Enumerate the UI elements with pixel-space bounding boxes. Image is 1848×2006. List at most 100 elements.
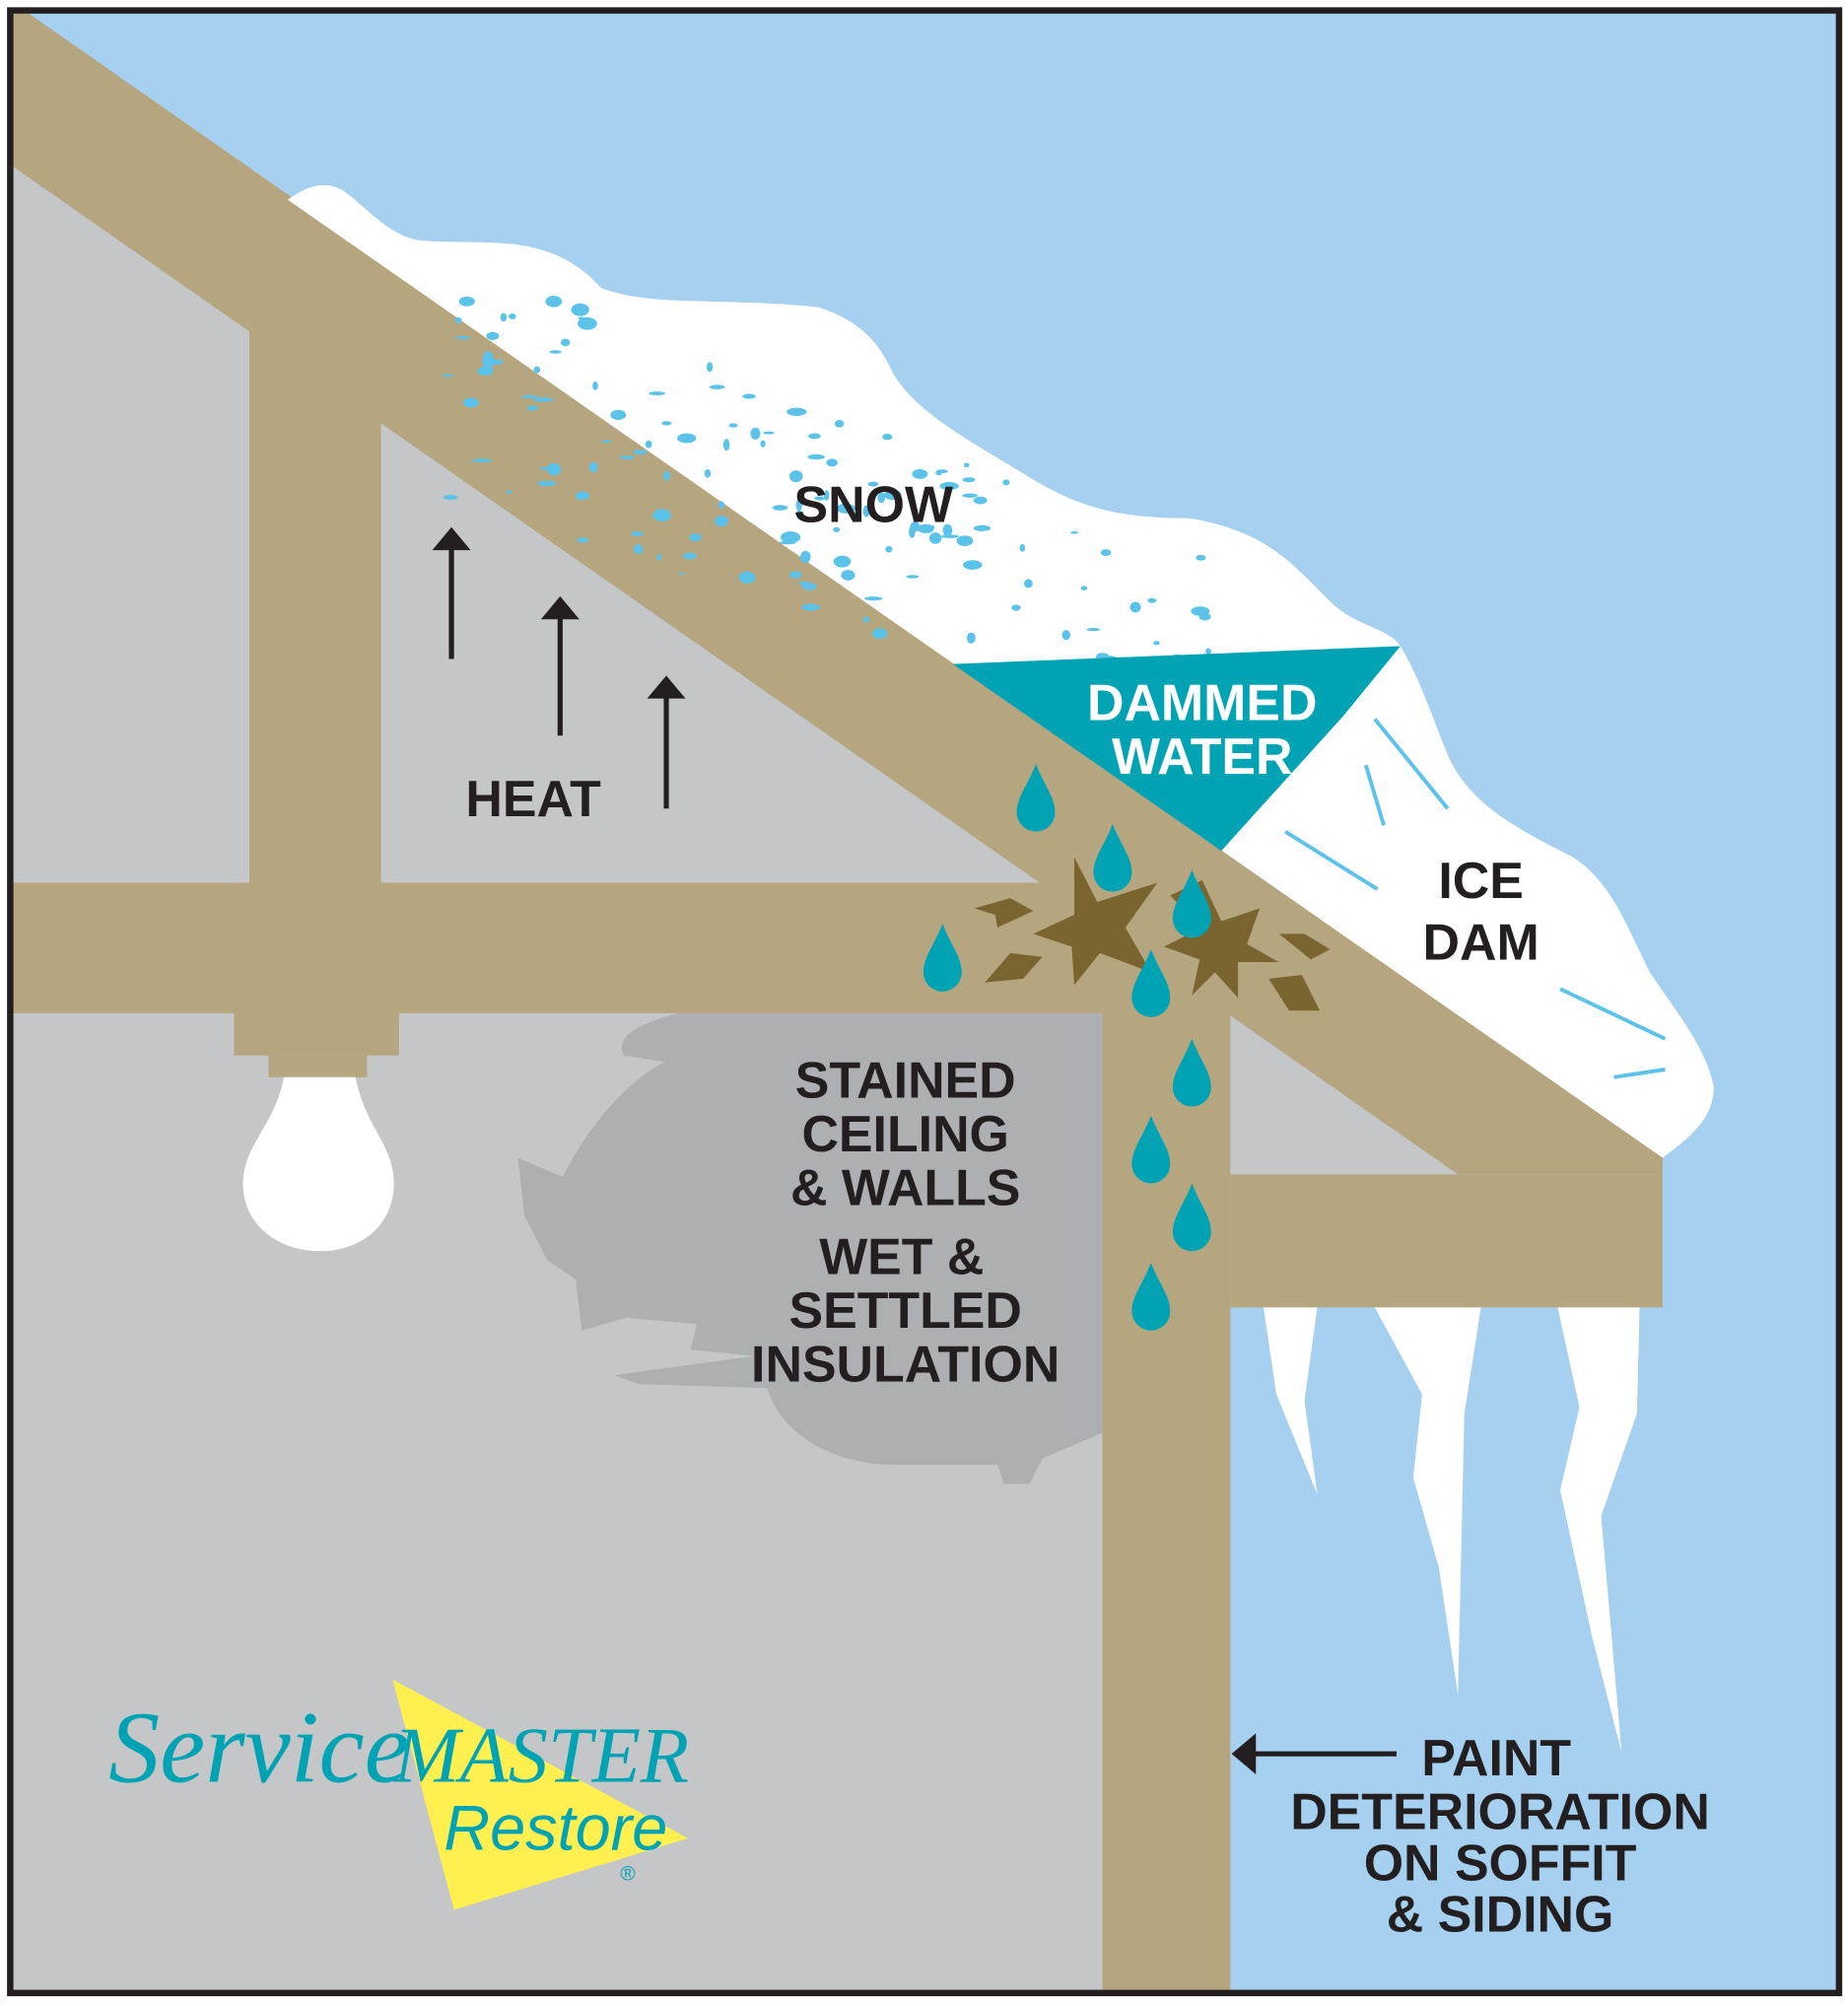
snow-speckle — [781, 531, 801, 543]
snow-speckle — [1153, 641, 1160, 646]
snow-speckle — [689, 533, 702, 542]
water-drop-icon — [1172, 1183, 1211, 1252]
snow-speckle — [862, 505, 870, 518]
water-drop-icon — [1093, 823, 1132, 892]
snow-speckle — [750, 427, 761, 440]
snow-speckle — [909, 524, 916, 538]
ceiling-stain — [517, 1012, 1103, 1485]
paint-arrow — [1231, 1733, 1397, 1774]
snow-speckle — [883, 489, 902, 501]
snow-speckle — [789, 571, 802, 579]
attic-space-left — [12, 172, 250, 883]
snow-speckle — [722, 439, 730, 451]
snow-speckle — [486, 331, 500, 340]
snow-speckle — [962, 493, 979, 498]
snow-speckle — [824, 490, 830, 501]
snow-speckle — [973, 496, 988, 505]
snow-speckle — [633, 450, 648, 455]
snow-speckle — [649, 391, 665, 396]
snow-speckle — [877, 492, 886, 504]
snow-speckle — [799, 517, 819, 520]
snow-speckle — [973, 524, 992, 531]
snow-speckle — [882, 434, 893, 441]
dammed-water-label-2: WATER — [1112, 727, 1293, 785]
ceiling-joist — [12, 882, 1103, 1013]
water-drop-icon — [1131, 949, 1171, 1017]
snow-speckle — [592, 380, 598, 390]
snow-speckle — [1196, 554, 1206, 561]
paint-label-3: ON SOFFIT — [1364, 1834, 1637, 1892]
snow-speckle — [928, 532, 942, 544]
snow-speckle — [834, 419, 845, 428]
framing — [12, 13, 1663, 1993]
snow-speckle — [862, 616, 870, 623]
water-drop-icon — [1131, 1262, 1171, 1331]
snow-speckle — [714, 516, 728, 527]
snow-speckle — [966, 632, 976, 644]
snow-speckle — [763, 431, 775, 435]
snow-speckle — [545, 295, 563, 308]
snow-speckle — [814, 496, 826, 501]
stained-label-2: CEILING — [801, 1105, 1008, 1162]
icicles — [1264, 1307, 1640, 1753]
snow-speckle — [482, 351, 494, 364]
snow-speckle — [1024, 579, 1033, 588]
snow-speckle — [1191, 606, 1210, 616]
snow-speckle — [707, 362, 714, 373]
snow-speckle — [800, 550, 811, 564]
logo-service: Service — [108, 1693, 409, 1805]
snow-speckle — [620, 455, 635, 460]
stained-label-3: & WALLS — [790, 1159, 1020, 1216]
ice-crack-lines — [1284, 718, 1667, 1079]
water-drop-icon — [1016, 763, 1056, 832]
snow-speckle — [942, 523, 953, 537]
water-drops — [923, 763, 1211, 1331]
ice-dam-label-1: ICE — [1438, 852, 1524, 909]
snow-speckle — [963, 462, 970, 468]
snow-speckle — [442, 374, 454, 378]
snow-speckle — [494, 359, 504, 366]
snow-speckle — [704, 468, 712, 478]
snow-speckle — [575, 491, 590, 501]
snow-speckle — [455, 336, 471, 340]
snow-speckle — [939, 482, 959, 491]
attic-post — [249, 326, 381, 890]
water-drop-icon — [1172, 1038, 1211, 1107]
snow-speckle — [571, 303, 589, 316]
snow-speckle — [885, 545, 893, 553]
snow-speckle — [577, 316, 597, 330]
snow-speckle — [526, 405, 539, 411]
snow-speckle — [652, 509, 671, 522]
snow-speckle — [678, 572, 684, 576]
snow-speckle — [841, 570, 856, 581]
snow-speckle — [546, 462, 562, 476]
snow-speckle — [1147, 597, 1157, 603]
snow-speckle — [549, 350, 562, 354]
insulation-label-2: SETTLED — [788, 1281, 1021, 1339]
logo-registered: ® — [620, 1863, 635, 1886]
snow-speckle — [1129, 601, 1141, 613]
snow-speckle — [912, 468, 928, 479]
snow-speckle — [462, 397, 479, 408]
paint-label-4: & SIDING — [1387, 1886, 1614, 1943]
snow-speckle — [788, 470, 803, 483]
snow-speckle — [661, 421, 672, 426]
snow-speckle — [656, 554, 662, 561]
snow-speckle — [634, 543, 644, 554]
water-drop-icon — [1131, 1115, 1171, 1184]
soffit-beam — [1230, 1174, 1663, 1308]
snow-speckle — [836, 503, 856, 514]
snow-speckle — [935, 469, 942, 476]
snow-speckle — [787, 407, 807, 416]
snow-speckle — [578, 316, 585, 320]
snow-speckle — [1070, 531, 1079, 534]
frame-border — [7, 7, 1843, 1997]
snow-speckle — [645, 440, 652, 449]
snow-speckle — [963, 560, 983, 570]
snow-speckle — [1011, 604, 1021, 611]
light-mount — [234, 1012, 399, 1056]
snow-speckle — [718, 501, 725, 509]
snow-speckle — [808, 433, 821, 440]
snow-speckle — [505, 490, 513, 494]
snow-speckle — [872, 628, 888, 640]
